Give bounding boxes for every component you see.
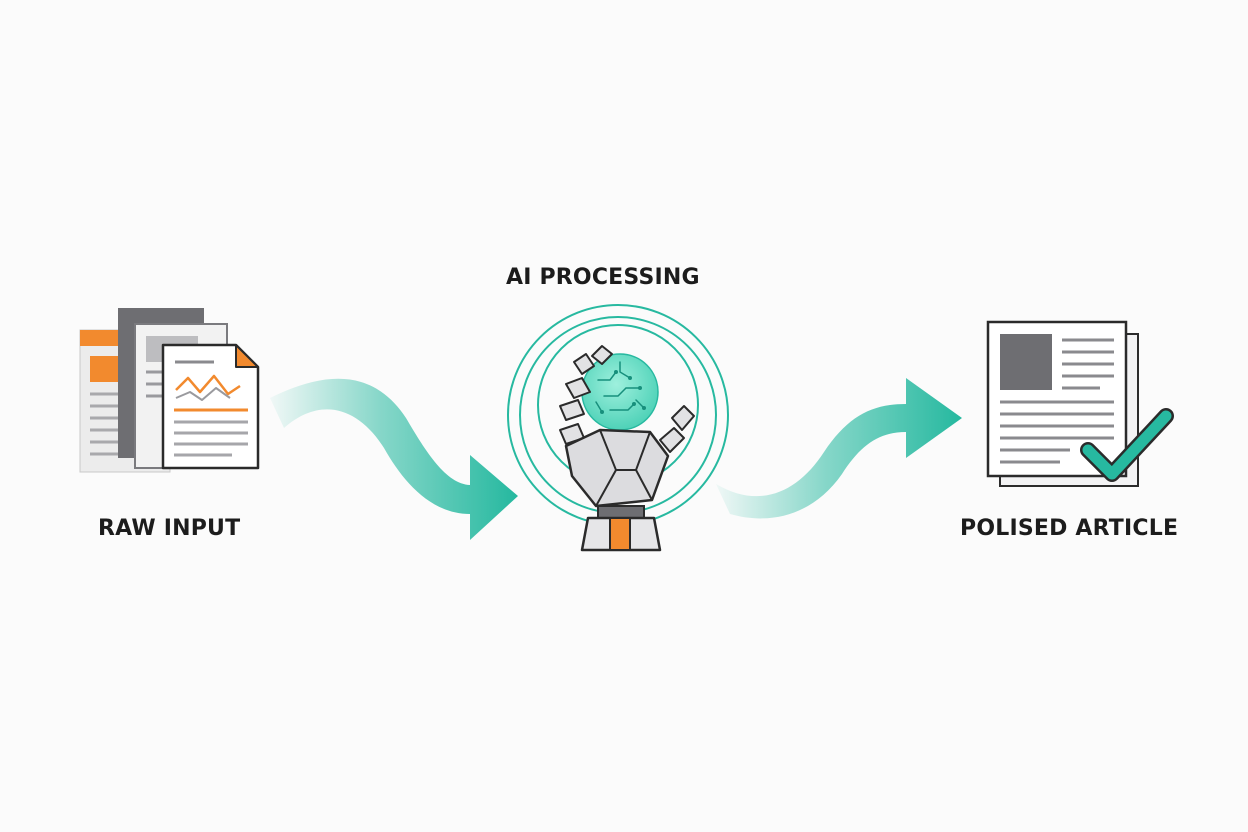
flow-arrow-right-icon xyxy=(716,378,962,519)
raw-input-label: RAW INPUT xyxy=(98,516,241,541)
ai-processing-label: AI PROCESSING xyxy=(506,265,700,290)
polished-article-label: POLISED ARTICLE xyxy=(960,516,1179,541)
polished-article-icon xyxy=(986,320,1139,487)
flow-arrow-left-icon xyxy=(270,378,518,540)
checkmark-icon xyxy=(1080,408,1174,482)
ai-processing-icon xyxy=(507,304,729,552)
raw-input-documents-icon xyxy=(79,308,260,473)
